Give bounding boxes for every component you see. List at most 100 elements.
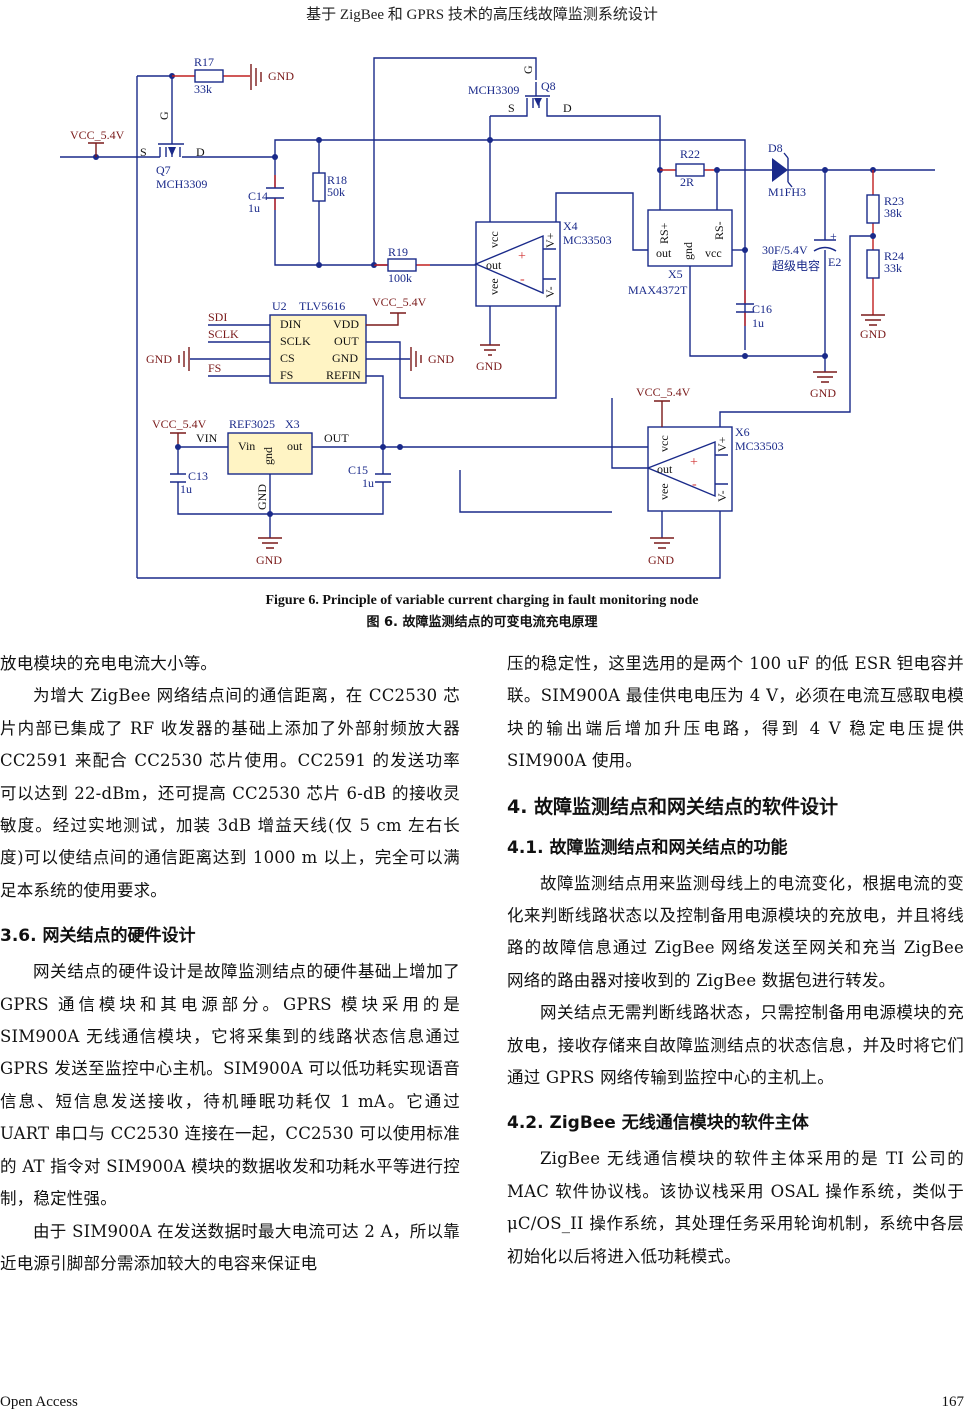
svg-text:FS: FS bbox=[208, 361, 221, 375]
svg-text:VCC_5.4V: VCC_5.4V bbox=[152, 417, 207, 431]
svg-text:Q7: Q7 bbox=[156, 163, 171, 177]
svg-text:33k: 33k bbox=[194, 82, 212, 96]
svg-text:MCH3309: MCH3309 bbox=[468, 83, 519, 97]
svg-text:C15: C15 bbox=[348, 463, 368, 477]
paragraph: 放电模块的充电电流大小等。 bbox=[0, 654, 218, 673]
r17-label: R17 bbox=[194, 55, 214, 69]
section-heading-4: 4. 故障监测结点和网关结点的软件设计 bbox=[507, 795, 839, 818]
paragraph: 压的稳定性，这里选用的是两个 100 uF 的低 ESR 钽电容并联。SIM90… bbox=[507, 654, 964, 771]
svg-text:C13: C13 bbox=[188, 469, 208, 483]
paragraph: 网关结点无需判断线路状态，只需控制备用电源模块的充放电，接收存储来自故障监测结点… bbox=[507, 1003, 964, 1088]
svg-text:VIN: VIN bbox=[196, 431, 218, 445]
svg-text:SDI: SDI bbox=[208, 310, 227, 324]
figure-caption-en: Figure 6. Principle of variable current … bbox=[265, 593, 699, 608]
svg-text:gnd: gnd bbox=[681, 242, 695, 260]
svg-text:R22: R22 bbox=[680, 147, 700, 161]
svg-text:GND: GND bbox=[810, 386, 836, 400]
circuit-figure: .w { stroke:#1a2a8a; stroke-width:1.4; f… bbox=[60, 48, 940, 588]
chip-x5: RS+ RS- out gnd vcc X5 MAX4372T bbox=[628, 209, 733, 297]
svg-text:-: - bbox=[520, 272, 525, 287]
svg-text:U2: U2 bbox=[272, 299, 287, 313]
svg-text:Q8: Q8 bbox=[541, 79, 556, 93]
svg-text:1u: 1u bbox=[362, 476, 374, 490]
svg-text:1u: 1u bbox=[180, 482, 192, 496]
svg-text:SCLK: SCLK bbox=[280, 334, 311, 348]
paragraph: 为增大 ZigBee 网络结点间的通信距离，在 CC2530 芯片内部已集成了 … bbox=[0, 686, 460, 900]
svg-text:GND: GND bbox=[648, 553, 674, 567]
svg-text:X4: X4 bbox=[563, 219, 578, 233]
svg-text:MC33503: MC33503 bbox=[563, 233, 612, 247]
paragraph: 网关结点的硬件设计是故障监测结点的硬件基础上增加了 GPRS 通信模块和其电源部… bbox=[0, 962, 460, 1209]
svg-text:GND: GND bbox=[146, 352, 172, 366]
svg-text:GND: GND bbox=[476, 359, 502, 373]
svg-text:X3: X3 bbox=[285, 417, 300, 431]
paragraph: 故障监测结点用来监测母线上的电流变化，根据电流的变化来判断线路状态以及控制备用电… bbox=[507, 873, 964, 990]
svg-text:D: D bbox=[196, 145, 205, 159]
svg-text:G: G bbox=[521, 65, 535, 74]
svg-text:S: S bbox=[140, 145, 147, 159]
svg-text:vcc: vcc bbox=[487, 231, 501, 248]
section-heading-3-6: 3.6. 网关结点的硬件设计 bbox=[0, 926, 196, 947]
svg-text:vcc: vcc bbox=[705, 246, 722, 260]
svg-text:+: + bbox=[690, 455, 698, 470]
paragraph: 由于 SIM900A 在发送数据时最大电流可达 2 A，所以靠近电源引脚部分需添… bbox=[0, 1221, 460, 1273]
svg-text:MAX4372T: MAX4372T bbox=[628, 283, 688, 297]
svg-text:out: out bbox=[486, 258, 502, 272]
svg-text:R24: R24 bbox=[884, 249, 904, 263]
vcc-label-1: VCC_5.4V bbox=[70, 128, 125, 142]
svg-text:GND: GND bbox=[428, 352, 454, 366]
svg-text:REFIN: REFIN bbox=[326, 368, 361, 382]
running-title: 基于 ZigBee 和 GPRS 技术的高压线故障监测系统设计 bbox=[306, 7, 658, 23]
page-number: 167 bbox=[941, 1394, 964, 1410]
chip-u2: DIN SCLK CS FS VDD OUT GND REFIN U2 TLV5… bbox=[269, 299, 367, 384]
svg-text:30F/5.4V: 30F/5.4V bbox=[762, 243, 808, 257]
svg-text:38k: 38k bbox=[884, 206, 902, 220]
svg-text:R18: R18 bbox=[327, 173, 347, 187]
svg-text:GND: GND bbox=[332, 351, 358, 365]
footer-open-access: Open Access bbox=[0, 1394, 78, 1410]
svg-text:GND: GND bbox=[860, 327, 886, 341]
svg-text:SCLK: SCLK bbox=[208, 327, 239, 341]
svg-text:DIN: DIN bbox=[280, 317, 302, 331]
svg-text:CS: CS bbox=[280, 351, 295, 365]
svg-text:E2: E2 bbox=[828, 255, 841, 269]
svg-text:OUT: OUT bbox=[334, 334, 359, 348]
svg-text:RS+: RS+ bbox=[657, 222, 671, 244]
svg-text:out: out bbox=[656, 246, 672, 260]
svg-text:D: D bbox=[563, 101, 572, 115]
svg-text:vee: vee bbox=[487, 278, 501, 295]
svg-text:33k: 33k bbox=[884, 261, 902, 275]
svg-text:+: + bbox=[518, 249, 526, 264]
svg-text:OUT: OUT bbox=[324, 431, 349, 445]
chip-x3: Vin out gnd REF3025 X3 bbox=[227, 417, 313, 475]
svg-text:超级电容: 超级电容 bbox=[772, 258, 820, 273]
svg-text:V-: V- bbox=[715, 490, 729, 502]
svg-text:V-: V- bbox=[543, 286, 557, 298]
svg-text:1u: 1u bbox=[248, 201, 260, 215]
svg-text:vcc: vcc bbox=[657, 435, 671, 452]
svg-text:G: G bbox=[157, 111, 171, 120]
mosfet-q7: S D G Q7 MCH3309 bbox=[140, 76, 207, 191]
svg-text:out: out bbox=[657, 462, 673, 476]
mosfet-q8: S D G Q8 MCH3309 bbox=[468, 65, 661, 210]
svg-text:V+: V+ bbox=[715, 436, 729, 452]
section-heading-4-2: 4.2. ZigBee 无线通信模块的软件主体 bbox=[507, 1113, 809, 1134]
figure-caption-zh: 图 6. 故障监测结点的可变电流充电原理 bbox=[366, 615, 598, 630]
opamp-x4: + - out vcc vee V+ V- X4 MC33503 bbox=[474, 219, 612, 307]
svg-text:VCC_5.4V: VCC_5.4V bbox=[372, 295, 427, 309]
svg-text:FS: FS bbox=[280, 368, 293, 382]
paragraph: ZigBee 无线通信模块的软件主体采用的是 TI 公司的 MAC 软件协议栈。… bbox=[507, 1149, 964, 1266]
svg-text:X6: X6 bbox=[735, 425, 750, 439]
svg-text:50k: 50k bbox=[327, 185, 345, 199]
svg-text:GND: GND bbox=[268, 69, 294, 83]
svg-text:gnd: gnd bbox=[261, 447, 275, 465]
schematic: .w { stroke:#1a2a8a; stroke-width:1.4; f… bbox=[60, 55, 935, 579]
svg-text:X5: X5 bbox=[668, 267, 683, 281]
svg-text:D8: D8 bbox=[768, 141, 783, 155]
svg-text:R19: R19 bbox=[388, 245, 408, 259]
svg-text:2R: 2R bbox=[680, 175, 694, 189]
svg-text:1u: 1u bbox=[752, 316, 764, 330]
right-column: 压的稳定性，这里选用的是两个 100 uF 的低 ESR 钽电容并联。SIM90… bbox=[507, 648, 964, 1273]
svg-text:MC33503: MC33503 bbox=[735, 439, 784, 453]
section-heading-4-1: 4.1. 故障监测结点和网关结点的功能 bbox=[507, 837, 788, 858]
